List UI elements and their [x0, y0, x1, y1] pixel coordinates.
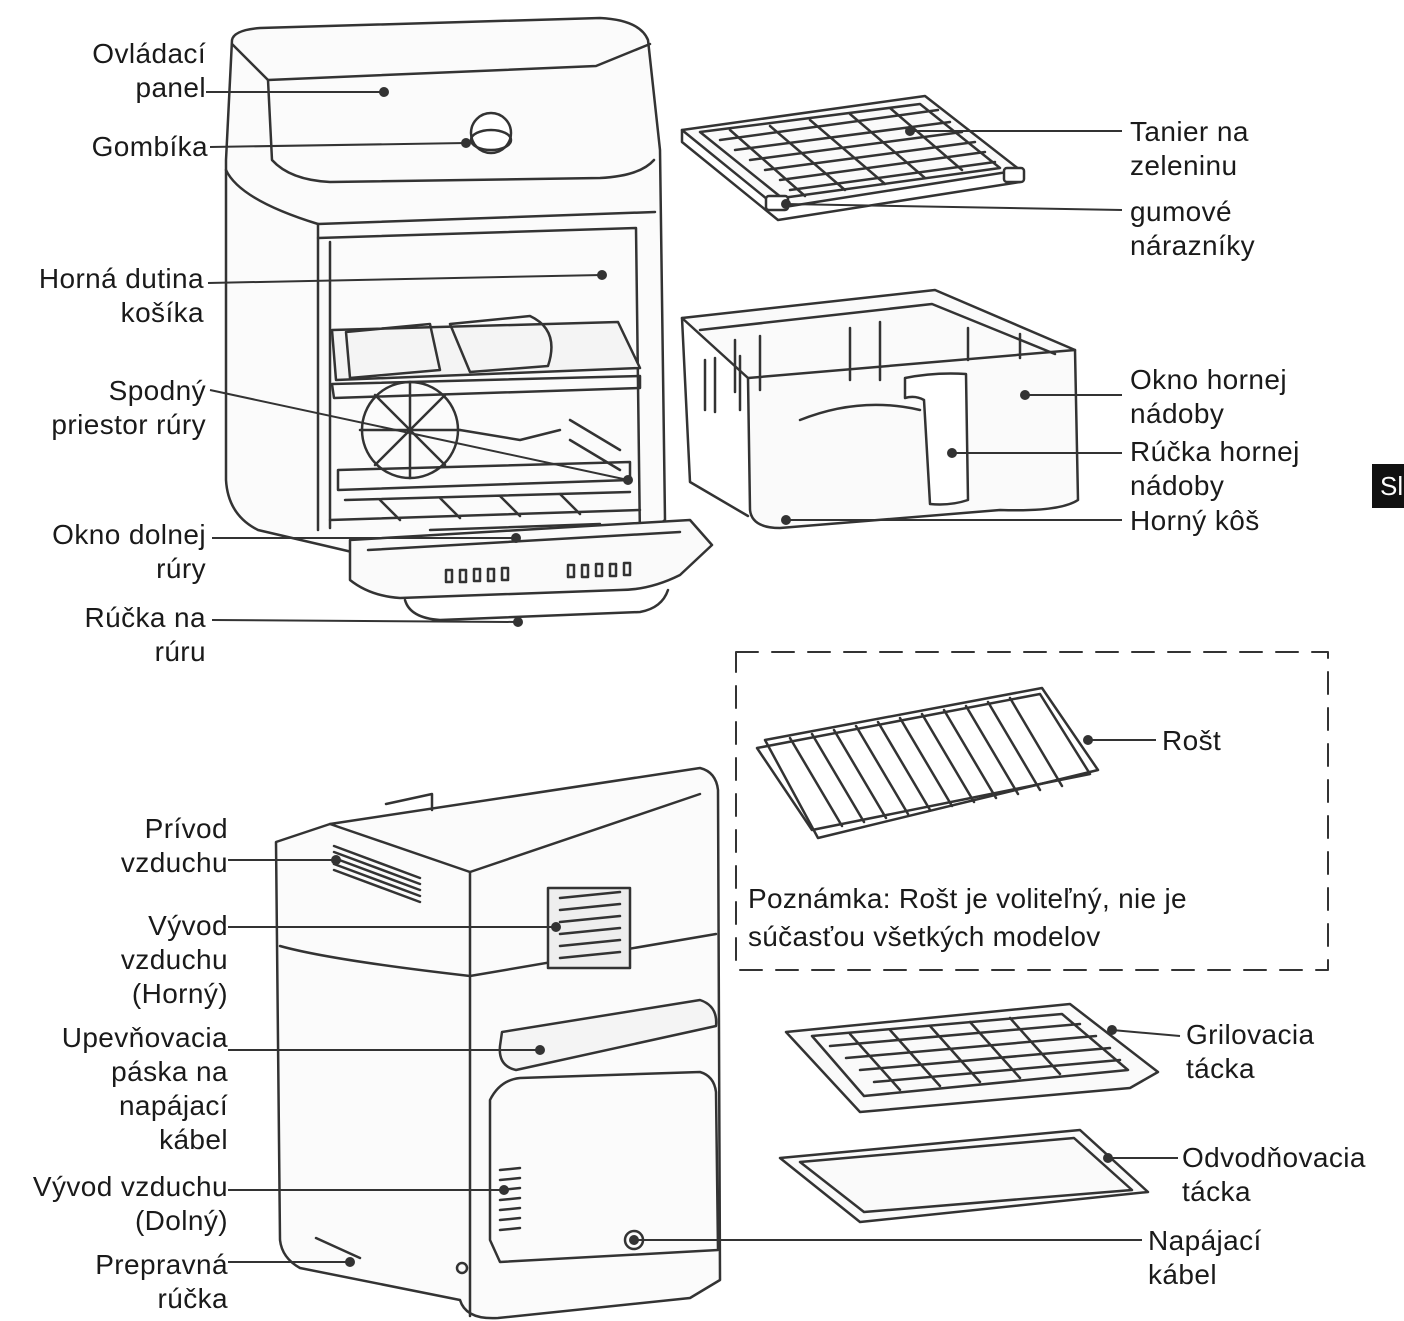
label-upper-container-window: Okno hornej nádoby [1130, 363, 1287, 431]
vegetable-plate-illustration [680, 94, 1026, 222]
note-line: súčasťou všetkých modelov [748, 921, 1101, 952]
label-air-intake: Prívod vzduchu [121, 812, 228, 880]
label-line: kábel [159, 1124, 228, 1155]
label-rubber-bumpers: gumové nárazníky [1130, 195, 1255, 263]
label-line: (Horný) [131, 978, 228, 1009]
label-drain-tray: Odvodňovacia tácka [1182, 1141, 1366, 1209]
note-line: Poznámka: Rošt je voliteľný, nie je [748, 883, 1187, 914]
label-line: Prívod [144, 813, 228, 844]
label-oven-handle: Rúčka na rúru [85, 601, 207, 669]
label-line: Rošt [1162, 725, 1222, 756]
label-line: Grilovacia [1186, 1019, 1315, 1050]
label-line: nádoby [1130, 398, 1225, 429]
label-line: panel [135, 72, 206, 103]
label-knob: Gombíka [92, 130, 208, 164]
label-line: tácka [1186, 1053, 1255, 1084]
rack-note: Poznámka: Rošt je voliteľný, nie je súča… [748, 880, 1187, 956]
label-line: napájací [118, 1090, 228, 1121]
label-power-cord: Napájací kábel [1148, 1224, 1262, 1292]
label-line: Okno dolnej [52, 519, 206, 550]
label-upper-container-handle: Rúčka hornej nádoby [1130, 435, 1300, 503]
label-grill-tray: Grilovacia tácka [1186, 1018, 1314, 1086]
label-rack: Rošt [1162, 724, 1221, 758]
label-line: Rúčka hornej [1130, 436, 1300, 467]
label-line: Tanier na [1130, 116, 1249, 147]
label-line: gumové [1130, 196, 1233, 227]
label-line: nárazníky [1130, 230, 1255, 261]
back-appliance-illustration [274, 766, 722, 1320]
label-control-panel: Ovládací panel [92, 37, 206, 105]
label-vegetable-plate: Tanier na zeleninu [1130, 115, 1249, 183]
label-carry-handle: Prepravná rúčka [95, 1248, 228, 1316]
wire-rack-illustration [755, 686, 1100, 840]
label-line: Vývod [148, 910, 228, 941]
label-line: tácka [1182, 1176, 1251, 1207]
upper-basket-illustration [680, 288, 1080, 530]
label-line: nádoby [1130, 470, 1225, 501]
label-line: rúčka [157, 1283, 228, 1314]
label-line: Gombíka [91, 131, 208, 162]
label-line: Horná dutina [38, 263, 204, 294]
label-line: rúru [154, 636, 206, 667]
label-line: Prepravná [95, 1249, 228, 1280]
front-appliance-illustration [224, 16, 714, 622]
label-cord-strap: Upevňovacia páska na napájací kábel [62, 1021, 228, 1157]
label-line: priestor rúry [51, 409, 206, 440]
drain-tray-illustration [778, 1128, 1150, 1224]
label-line: Horný kôš [1130, 505, 1260, 536]
label-lower-oven-window: Okno dolnej rúry [52, 518, 206, 586]
note-dashed-box [735, 651, 1329, 971]
label-lower-oven-space: Spodný priestor rúry [51, 374, 206, 442]
label-line: páska na [111, 1056, 228, 1087]
label-line: vzduchu [120, 847, 228, 878]
label-line: Rúčka na [84, 602, 206, 633]
label-line: rúry [156, 553, 206, 584]
label-line: zeleninu [1130, 150, 1238, 181]
label-line: Spodný [108, 375, 206, 406]
label-air-outlet-upper: Vývod vzduchu (Horný) [121, 909, 228, 1011]
label-line: Okno hornej [1130, 364, 1287, 395]
label-upper-basket-cavity: Horná dutina košíka [39, 262, 204, 330]
label-line: Vývod vzduchu [32, 1171, 228, 1202]
language-side-tab: Sl [1372, 464, 1404, 508]
label-line: Napájací [1148, 1225, 1262, 1256]
label-upper-basket: Horný kôš [1130, 504, 1260, 538]
label-air-outlet-lower: Vývod vzduchu (Dolný) [33, 1170, 228, 1238]
grill-tray-illustration [784, 1002, 1160, 1114]
label-line: Ovládací [92, 38, 206, 69]
label-line: kábel [1148, 1259, 1217, 1290]
label-line: košíka [120, 297, 204, 328]
label-line: Odvodňovacia [1182, 1142, 1366, 1173]
label-line: (Dolný) [134, 1205, 228, 1236]
label-line: vzduchu [120, 944, 228, 975]
leader-lines [206, 87, 1181, 1267]
label-line: Upevňovacia [61, 1022, 228, 1053]
